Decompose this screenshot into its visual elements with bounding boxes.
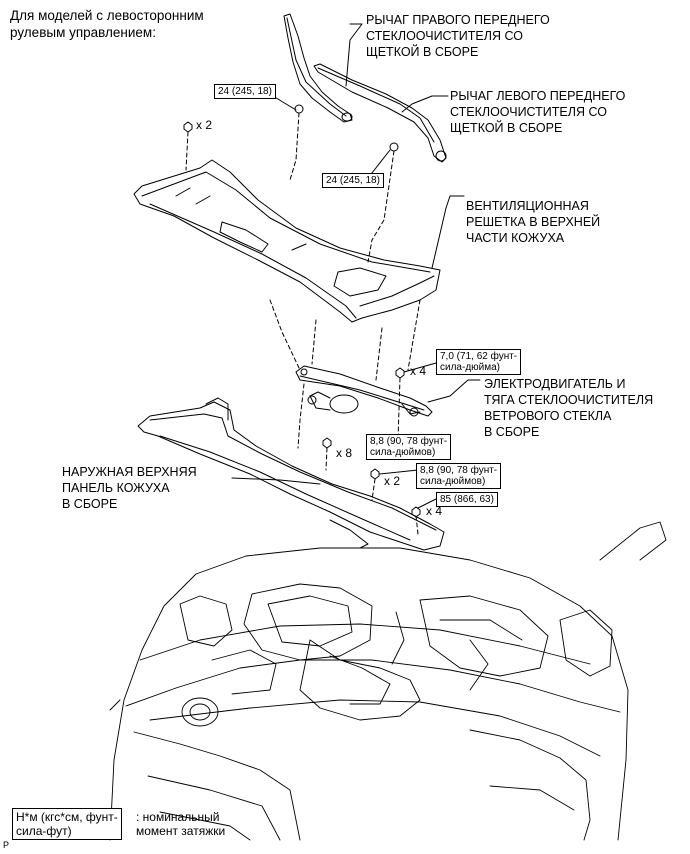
torque-value: сила-дюймов) [370,447,436,458]
quantity-bolt8: x 8 [336,446,353,460]
torque-value: 8,8 (90, 78 фунт- [420,465,498,476]
torque-value: сила-дюйма) [440,362,500,373]
legend-torque-unit: Н*м (кгс*см, фунт- сила-фут) [12,808,122,840]
torque-spec-panel-bolt8: 8,8 (90, 78 фунт- сила-дюймов) [366,434,452,460]
page-mark: P [3,840,10,850]
label-line: ЩЕТКОЙ В СБОРЕ [450,121,563,135]
cowl-panel-drawing [137,397,445,551]
label-line: ЩЕТКОЙ В СБОРЕ [366,45,479,59]
wiper-motor-link-drawing [295,365,433,417]
torque-value: сила-дюймов) [420,476,486,487]
label-line: В СБОРЕ [62,497,118,511]
label-line: ТЯГА СТЕКЛООЧИСТИТЕЛЯ [484,393,654,407]
assembly-dashed-lines [185,112,421,535]
torque-spec-panel-bolt4: 85 (866, 63) [436,492,498,507]
torque-spec-arm-left: 24 (245, 18) [322,173,384,188]
header-line-2: рулевым управлением: [10,25,156,40]
left-wiper-arm-drawing [313,63,447,163]
torque-value: 85 (866, 63) [440,494,494,505]
torque-spec-arm-right: 24 (245, 18) [214,84,276,99]
legend-unit-line: Н*м (кгс*см, фунт- [16,810,118,824]
quantity-bolt4: x 4 [426,504,443,518]
label-line: ВЕНТИЛЯЦИОННАЯ [466,199,589,213]
label-line: РЫЧАГ ЛЕВОГО ПЕРЕДНЕГО [450,89,626,103]
label-line: ПАНЕЛЬ КОЖУХА [62,481,170,495]
torque-value: 24 (245, 18) [326,175,380,186]
leader-lines [231,23,481,509]
label-line: ЧАСТИ КОЖУХА [466,231,565,245]
label-line: РЕШЕТКА В ВЕРХНЕЙ [466,215,601,229]
label-line: СТЕКЛООЧИСТИТЕЛЯ СО [366,29,523,43]
torque-value: 24 (245, 18) [218,86,272,97]
quantity-motor: x 4 [410,364,427,378]
torque-spec-motor: 7,0 (71, 62 фунт- сила-дюйма) [436,349,522,375]
torque-spec-panel-bolt2: 8,8 (90, 78 фунт- сила-дюймов) [416,463,502,489]
label-line: РЫЧАГ ПРАВОГО ПЕРЕДНЕГО [366,13,550,27]
label-line: НАРУЖНАЯ ВЕРХНЯЯ [62,465,197,479]
legend-description-line: момент затяжки [136,824,226,838]
torque-value: 7,0 (71, 62 фунт- [440,351,518,362]
vehicle-front-drawing [109,521,667,841]
quantity-bolt2: x 2 [384,474,401,488]
label-line: В СБОРЕ [484,425,540,439]
legend-description-line: : номинальный [136,810,220,824]
header-line-1: Для моделей с левосторонним [10,8,204,23]
quantity-nut-top: x 2 [196,118,213,132]
right-wiper-arm-drawing [283,13,353,123]
label-line: СТЕКЛООЧИСТИТЕЛЯ СО [450,105,607,119]
label-line: ЭЛЕКТРОДВИГАТЕЛЬ И [484,377,626,391]
label-line: ВЕТРОВОГО СТЕКЛА [484,409,612,423]
cowl-louver-drawing [133,159,441,323]
torque-value: 8,8 (90, 78 фунт- [370,436,448,447]
legend-description: : номинальный момент затяжки [136,810,225,838]
legend-unit-line: сила-фут) [16,824,72,838]
